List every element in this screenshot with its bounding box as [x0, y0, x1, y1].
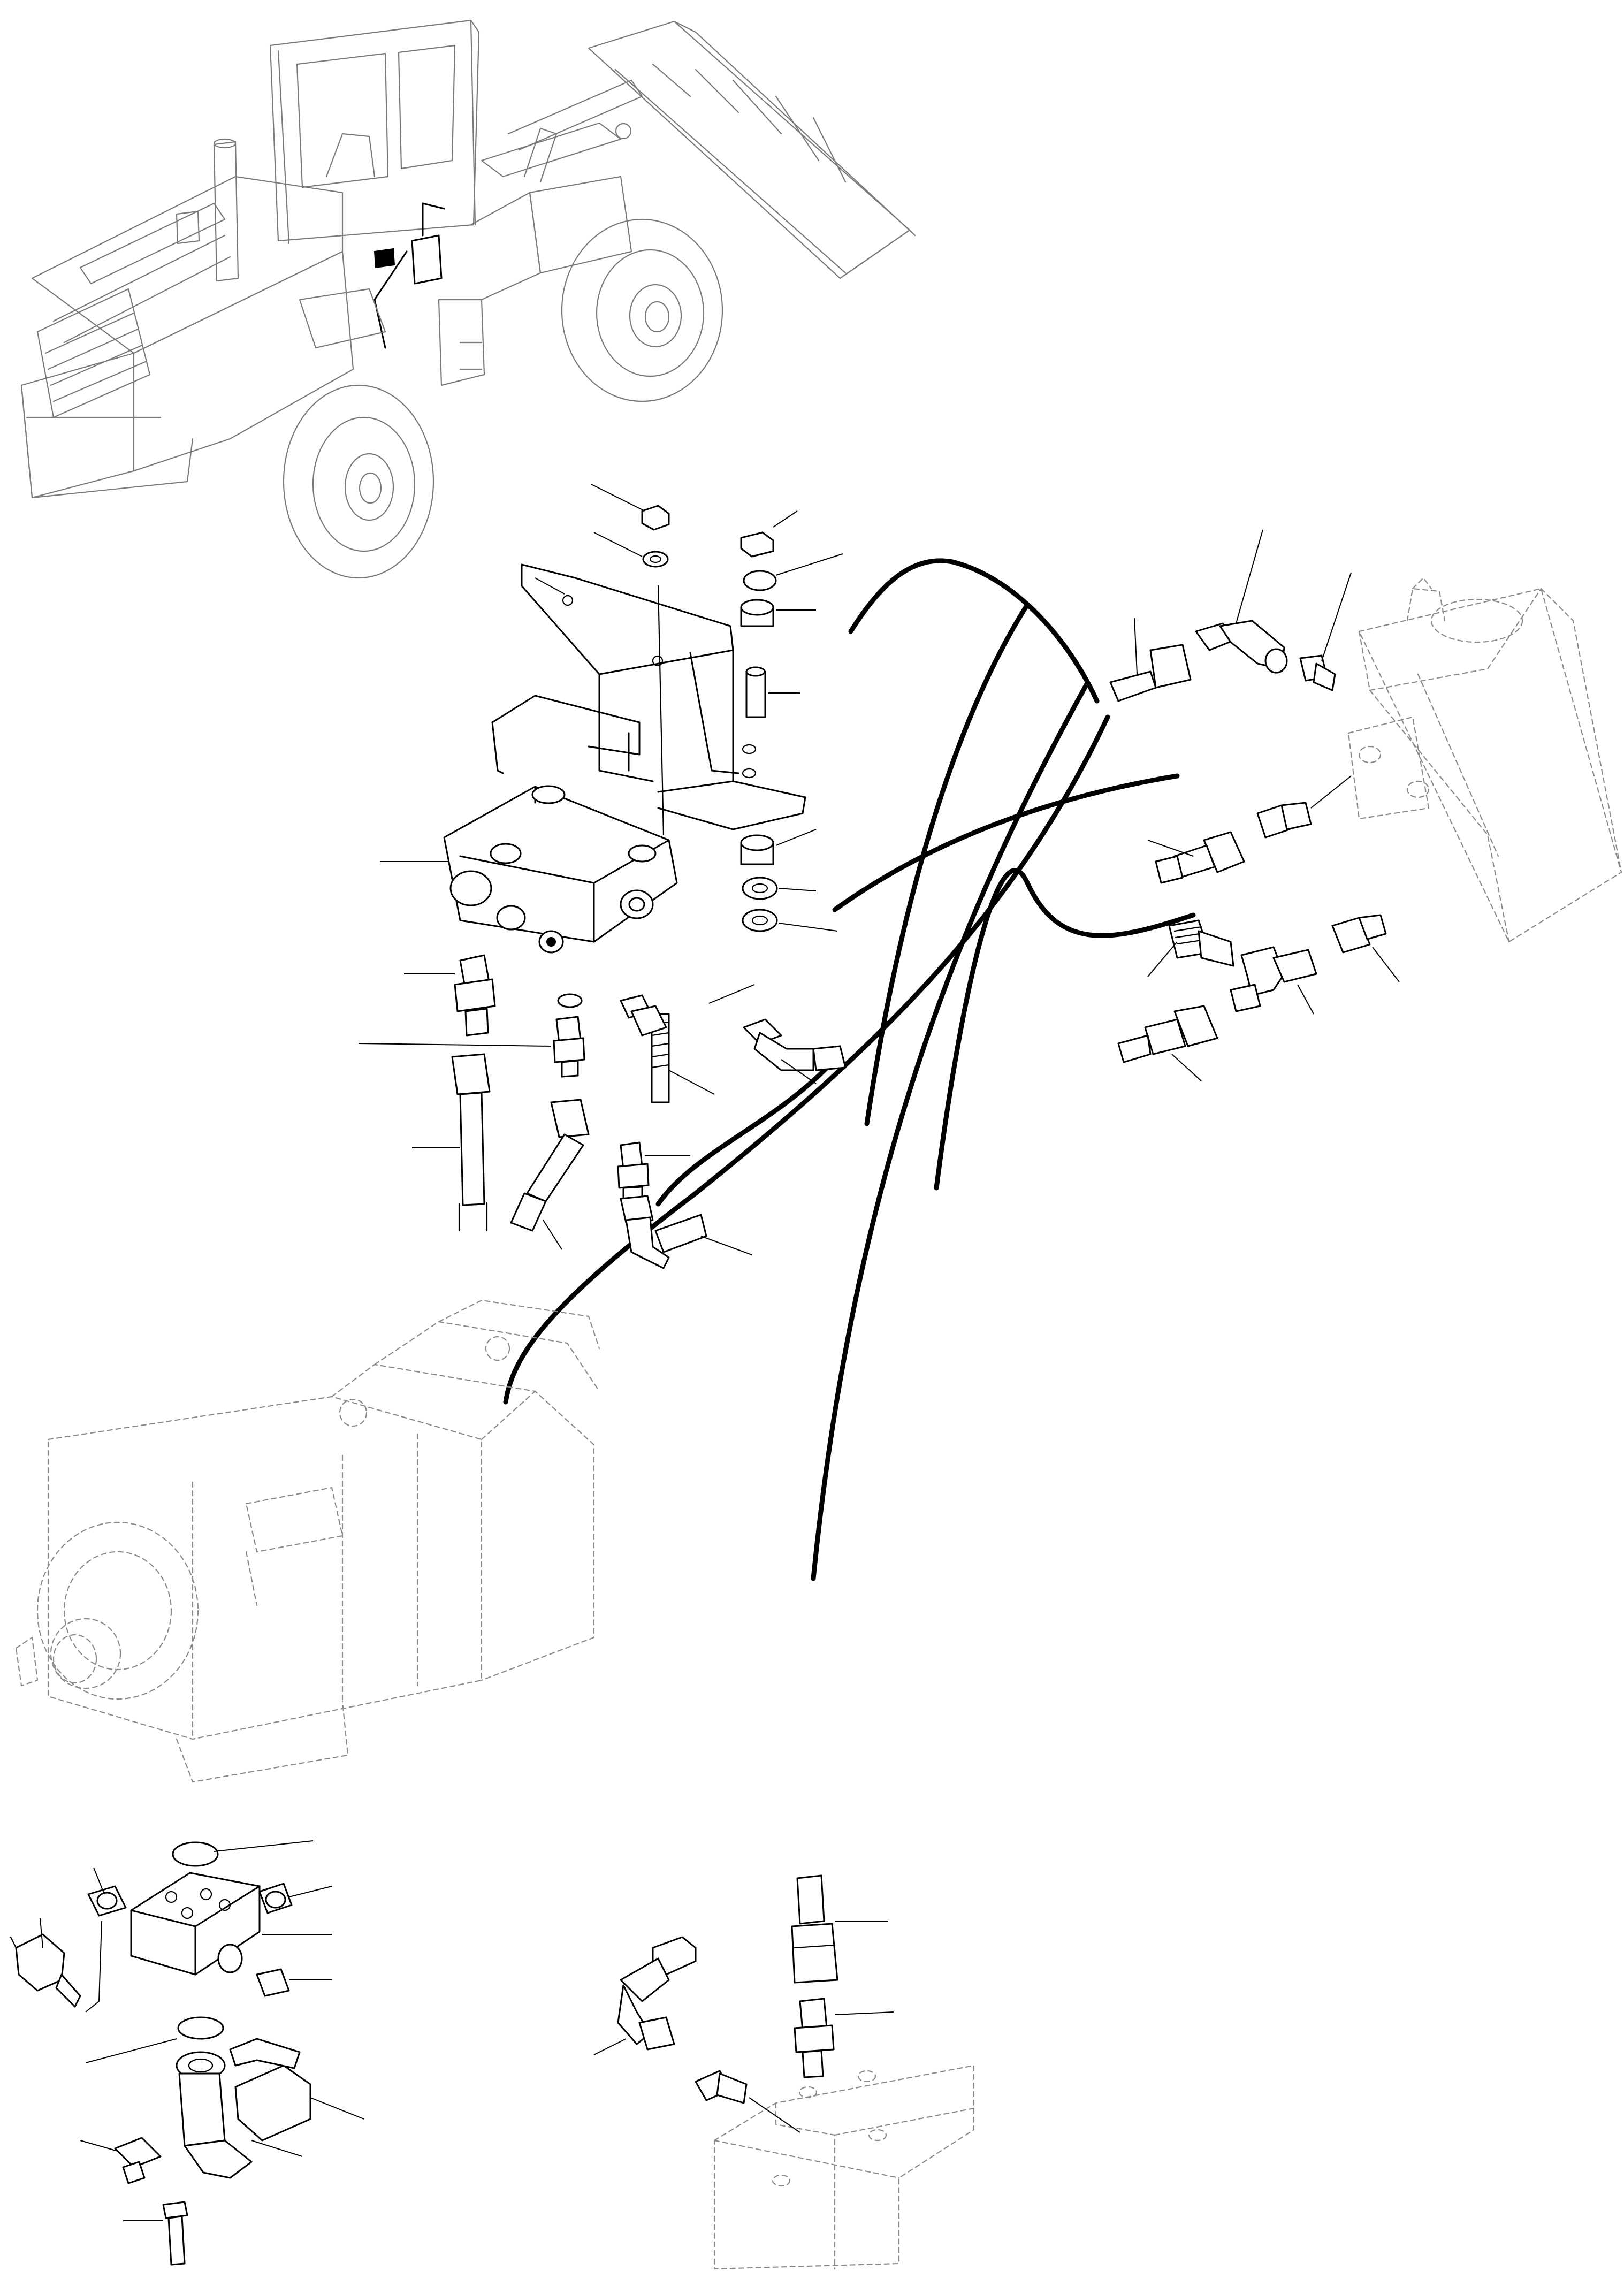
valve-block: [443, 785, 678, 1008]
washer-top-right: [743, 570, 777, 591]
o-ring-bottom: [177, 2016, 224, 2040]
lower-fittings: [617, 1874, 838, 2104]
hose-a: [503, 714, 1110, 1405]
loader-front-grille: [20, 288, 194, 499]
nut-top-left: [641, 505, 670, 531]
cylinder-fittings: [1109, 620, 1387, 1063]
nut-top-right: [740, 531, 774, 558]
hydraulic-pump: [15, 1299, 600, 1783]
pump-flange-block: [10, 1841, 311, 2266]
loader-bucket: [588, 20, 916, 279]
hose-lines: [503, 558, 1196, 1581]
hose-crimp-pump: [234, 2064, 311, 2142]
valve-fittings: [454, 954, 847, 1206]
o-ring-top: [172, 1841, 219, 1867]
loader-front-wheel: [561, 218, 723, 402]
loader-front-frame: [438, 176, 632, 386]
spacer-sleeve: [745, 670, 766, 718]
loader-lift-arms: [481, 79, 643, 183]
mounting-bolt: [651, 1013, 670, 1103]
hose-f: [864, 602, 1030, 1126]
callout-leaders: [40, 484, 1400, 2221]
bracket-strap: [491, 695, 641, 774]
hose-c: [934, 868, 1196, 1191]
wheel-loader-illustration: [20, 19, 916, 579]
adapter-cylinder-low: [1331, 917, 1371, 954]
hose-d: [655, 1057, 837, 1207]
connector-fitting: [15, 1933, 65, 1992]
loader-exhaust-stack: [176, 138, 239, 282]
washer-bottom: [742, 877, 778, 900]
flange-bolt: [162, 2201, 188, 2219]
distribution-block: [713, 2064, 975, 2270]
hose-nut-lower: [791, 1923, 838, 1984]
hose-end-nut-left: [451, 1053, 491, 1095]
loader-cab: [269, 19, 480, 245]
hose-nut-cylinder-top: [1149, 644, 1192, 689]
plug-bottom: [256, 1968, 290, 1997]
loader-rear-wheel: [283, 384, 434, 579]
washer-bottom-2: [742, 909, 778, 932]
bracket-hardware: [641, 505, 778, 1103]
elbow-fitting-valve: [743, 1018, 782, 1045]
loader-engine-hood: [20, 176, 354, 499]
loader-highlighted-valve: [299, 202, 445, 349]
hose-nut-cylinder-low: [1173, 1005, 1218, 1047]
flange-half-clamp-bottom: [114, 2137, 162, 2168]
elbow-hose-end-lower: [620, 1195, 654, 1224]
mounting-bracket: [521, 563, 806, 830]
hose-g: [832, 773, 1180, 912]
hose-b: [848, 558, 1100, 704]
hose-end-nut-center: [550, 1099, 590, 1138]
steering-cylinder: [1347, 577, 1622, 943]
hose-crimp-lower: [796, 1874, 825, 1925]
washer-top-left: [642, 551, 669, 568]
left-hose-ends: [451, 1053, 707, 1269]
flange-half-clamp-top: [229, 2038, 301, 2069]
hose-e: [811, 682, 1089, 1581]
